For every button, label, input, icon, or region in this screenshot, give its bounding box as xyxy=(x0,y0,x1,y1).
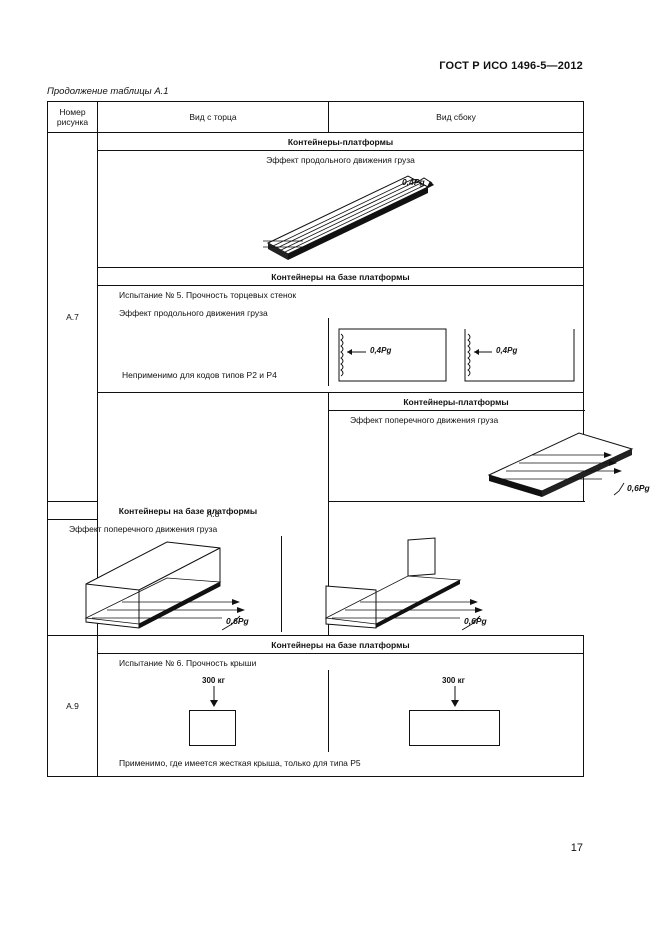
load-label-left: 0,4Pg xyxy=(370,346,392,355)
note-text: Применимо, где имеется жесткая крыша, то… xyxy=(119,758,361,768)
diagram-cell: Эффект поперечного движения груза 0,6Pg xyxy=(328,410,650,502)
section-title: Контейнеры на базе платформы xyxy=(97,267,584,286)
load-weight-left: 300 кг xyxy=(202,676,225,685)
section-title: Контейнеры на базе платформы xyxy=(47,501,329,520)
arrow-down-icon xyxy=(451,686,459,707)
effect-text: Эффект продольного движения груза xyxy=(266,155,415,165)
section-title: Контейнеры-платформы xyxy=(97,132,584,151)
load-label: 0,4Pg xyxy=(402,177,425,187)
table-row: Контейнеры на базе платформы xyxy=(47,501,584,520)
table-caption: Продолжение таблицы А.1 xyxy=(47,86,169,97)
load-label-right: 0,4Pg xyxy=(496,346,518,355)
diagram-cell: Эффект продольного движения груза 0,4Pg xyxy=(97,150,584,268)
transverse-end-view-diagram xyxy=(84,541,245,631)
transverse-platform-diagram xyxy=(487,432,634,497)
header-end-view: Вид с торца xyxy=(97,101,329,133)
view-divider xyxy=(328,318,329,386)
note-text: Неприменимо для кодов типов Р2 и Р4 xyxy=(122,370,277,380)
table-row: Испытание № 5. Прочность торцевых стенок… xyxy=(48,285,584,393)
arrow-down-icon xyxy=(210,686,218,707)
table-row: А.7 Контейнеры-платформы xyxy=(47,132,584,502)
table-row: Контейнеры на базе платформы xyxy=(48,267,584,286)
page-number: 17 xyxy=(570,842,583,854)
roof-test-box-end-view xyxy=(189,710,236,746)
requirements-table: Номер рисунка Вид с торца Вид сбоку А.7 … xyxy=(47,101,650,777)
figure-number: А.9 xyxy=(47,635,98,777)
load-label-left: 0,6Pg xyxy=(226,616,249,626)
load-label-right: 0,6Pg xyxy=(464,616,487,626)
diagram-cell: Испытание № 5. Прочность торцевых стенок… xyxy=(97,285,584,393)
test-text: Испытание № 6. Прочность крыши xyxy=(119,658,257,668)
effect-text: Эффект поперечного движения груза xyxy=(69,524,218,534)
effect-text: Эффект поперечного движения груза xyxy=(350,415,499,425)
header-side-view: Вид сбоку xyxy=(328,101,584,133)
longitudinal-platform-diagram xyxy=(263,175,434,260)
figure-number: А.7 xyxy=(47,132,98,502)
document-standard: ГОСТ Р ИСО 1496-5—2012 xyxy=(439,60,583,72)
test-text: Испытание № 5. Прочность торцевых стенок xyxy=(119,290,297,300)
load-weight-right: 300 кг xyxy=(442,676,465,685)
transverse-side-view-diagram xyxy=(324,537,483,631)
diagram-cell: Эффект поперечного движения груза 0,6Pg xyxy=(47,519,487,636)
table-row: А.8 Контейнеры-платформы xyxy=(48,392,584,636)
roof-test-box-side-view xyxy=(409,710,500,746)
table-row: Испытание № 6. Прочность крыши 300 кг 30… xyxy=(48,653,584,777)
effect-text: Эффект продольного движения груза xyxy=(119,308,268,318)
end-wall-diagram-right xyxy=(464,329,575,382)
end-wall-diagram-left xyxy=(338,328,447,382)
diagram-cell: Испытание № 6. Прочность крыши 300 кг 30… xyxy=(97,653,584,777)
view-divider xyxy=(328,670,329,752)
table-header-row: Номер рисунка Вид с торца Вид сбоку xyxy=(47,101,584,133)
table-row: Эффект поперечного движения груза 0,6Pg xyxy=(48,410,650,502)
header-figure-number: Номер рисунка xyxy=(47,101,98,133)
view-divider xyxy=(281,536,282,632)
table-row: Эффект продольного движения груза 0,4Pg xyxy=(48,150,584,268)
table-row: А.9 Контейнеры на базе платформы xyxy=(47,635,584,777)
load-label: 0,6Pg xyxy=(627,483,650,493)
table-row: Эффект поперечного движения груза 0,6Pg xyxy=(47,519,584,636)
section-title: Контейнеры-платформы xyxy=(328,392,584,411)
section-title: Контейнеры на базе платформы xyxy=(97,635,584,654)
